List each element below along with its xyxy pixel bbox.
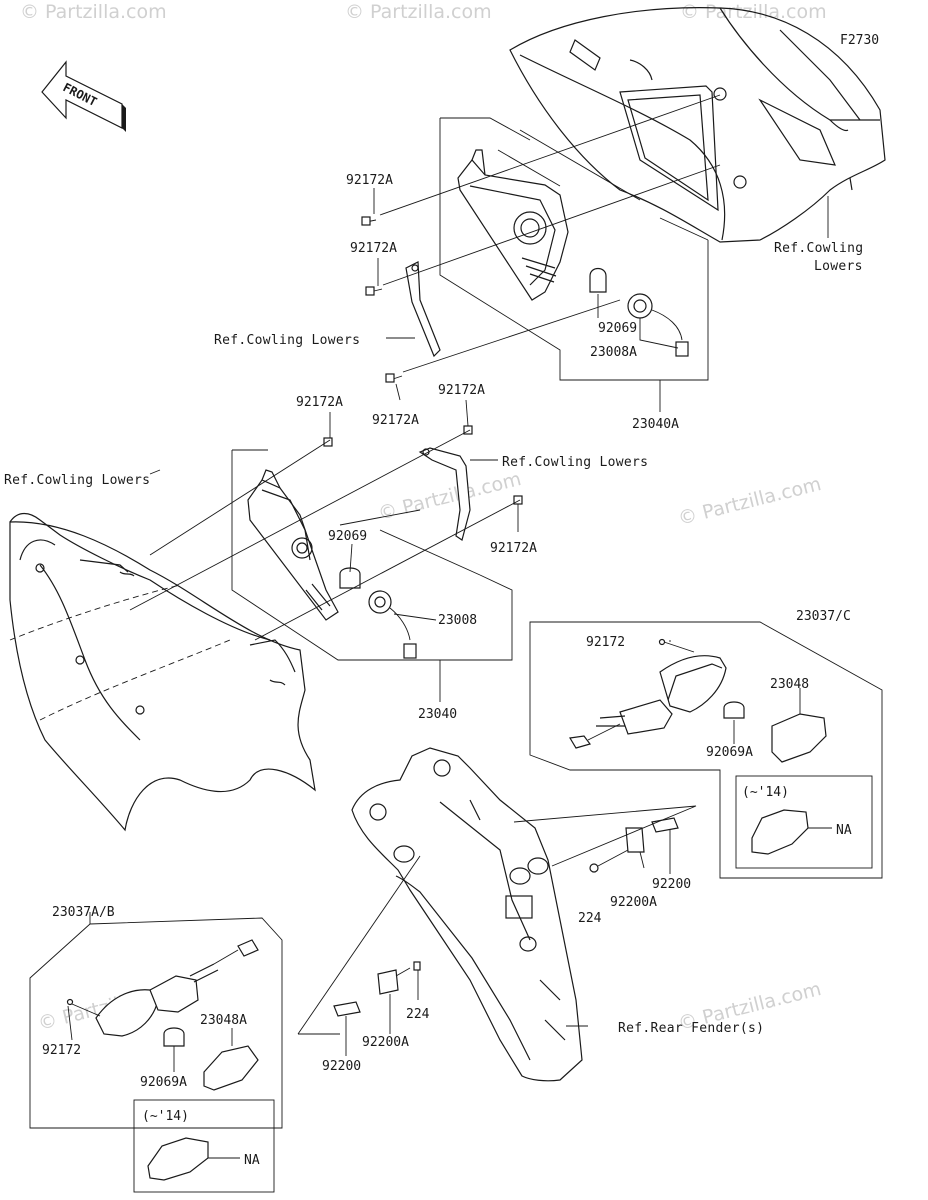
label-92200: 92200 bbox=[652, 877, 691, 892]
label-224: 224 bbox=[578, 911, 602, 926]
label-92200A: 92200A bbox=[362, 1035, 409, 1050]
label-NA: NA bbox=[244, 1153, 260, 1168]
label-92069: 92069 bbox=[328, 529, 367, 544]
figure-code: F2730 bbox=[840, 33, 879, 48]
label-92069A: 92069A bbox=[140, 1075, 187, 1090]
tail-cowling bbox=[509, 7, 886, 243]
fender-hardware-right bbox=[513, 805, 697, 874]
label-92172A: 92172A bbox=[438, 383, 485, 398]
label-92172: 92172 bbox=[42, 1043, 81, 1058]
label-92200: 92200 bbox=[322, 1059, 361, 1074]
turn-signal-23037C bbox=[529, 621, 883, 879]
label-since-14: (~'14) bbox=[742, 785, 789, 800]
label-23040A: 23040A bbox=[632, 417, 679, 432]
tail-light-23040 bbox=[247, 447, 471, 659]
front-arrow: FRONT bbox=[41, 60, 126, 132]
fender-hardware-left bbox=[297, 855, 421, 1056]
label-92069: 92069 bbox=[598, 321, 637, 336]
ref-cowling-lowers: Ref.Cowling Lowers bbox=[4, 473, 150, 488]
label-23040: 23040 bbox=[418, 707, 457, 722]
frame-23040 bbox=[129, 429, 521, 661]
left-cowling bbox=[9, 512, 316, 832]
ref-cowling-lowers: Lowers bbox=[814, 259, 863, 274]
watermark: © Partzilla.com bbox=[345, 1, 492, 23]
label-224: 224 bbox=[406, 1007, 430, 1022]
label-23037AB: 23037A/B bbox=[52, 905, 115, 920]
watermark: © Partzilla.com bbox=[20, 1, 167, 23]
part-labels: 92172A 92172A 92172A 92069 23008A 23040A… bbox=[42, 173, 852, 1168]
ref-cowling-lowers: Ref.Cowling Lowers bbox=[214, 333, 360, 348]
label-92172A: 92172A bbox=[296, 395, 343, 410]
ref-rear-fender: Ref.Rear Fender(s) bbox=[618, 1021, 764, 1036]
label-92172A: 92172A bbox=[372, 413, 419, 428]
watermark: © Partzilla.com bbox=[676, 473, 824, 530]
label-23037C: 23037/C bbox=[796, 609, 851, 624]
label-92172A: 92172A bbox=[350, 241, 397, 256]
label-92172: 92172 bbox=[586, 635, 625, 650]
label-23048: 23048 bbox=[770, 677, 809, 692]
turn-signal-23037AB bbox=[29, 917, 283, 1193]
label-92200A: 92200A bbox=[610, 895, 657, 910]
reference-labels: Ref.Cowling Lowers Ref.Cowling Lowers Re… bbox=[4, 241, 863, 1036]
tail-light-23040A bbox=[405, 149, 689, 358]
label-92172A: 92172A bbox=[490, 541, 537, 556]
screws-top bbox=[361, 216, 403, 383]
label-23048A: 23048A bbox=[200, 1013, 247, 1028]
leader-lines bbox=[67, 188, 829, 1072]
ref-cowling-lowers: Ref.Cowling Lowers bbox=[502, 455, 648, 470]
label-92172A: 92172A bbox=[346, 173, 393, 188]
label-23008A: 23008A bbox=[590, 345, 637, 360]
watermark: © Partzilla.com bbox=[376, 468, 524, 525]
label-92069A: 92069A bbox=[706, 745, 753, 760]
label-NA: NA bbox=[836, 823, 852, 838]
label-since-14: (~'14) bbox=[142, 1109, 189, 1124]
rear-fender bbox=[351, 747, 583, 1082]
label-23008: 23008 bbox=[438, 613, 477, 628]
ref-cowling-lowers: Ref.Cowling bbox=[774, 241, 863, 256]
frame-23040A bbox=[379, 94, 721, 381]
